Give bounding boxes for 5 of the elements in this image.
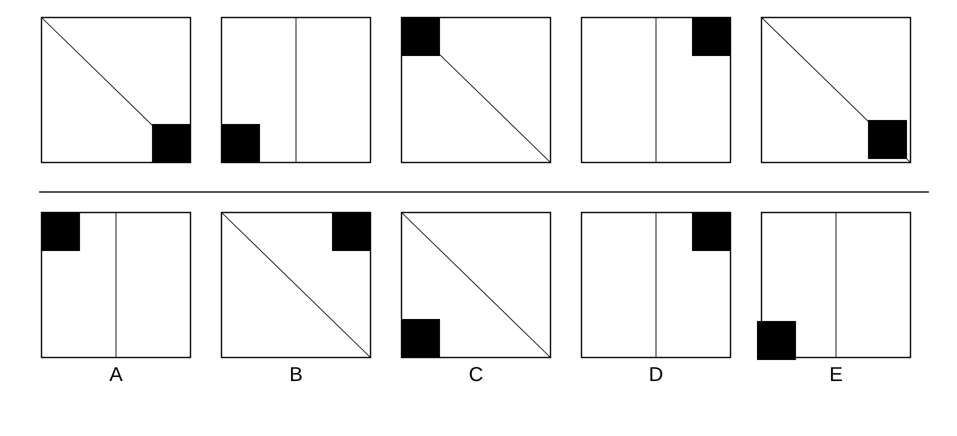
option-letter: D xyxy=(648,364,664,386)
option-letter: B xyxy=(288,364,304,386)
option-letter: A xyxy=(108,364,124,386)
option-letter: C xyxy=(468,364,484,386)
option-letter: E xyxy=(828,364,844,386)
